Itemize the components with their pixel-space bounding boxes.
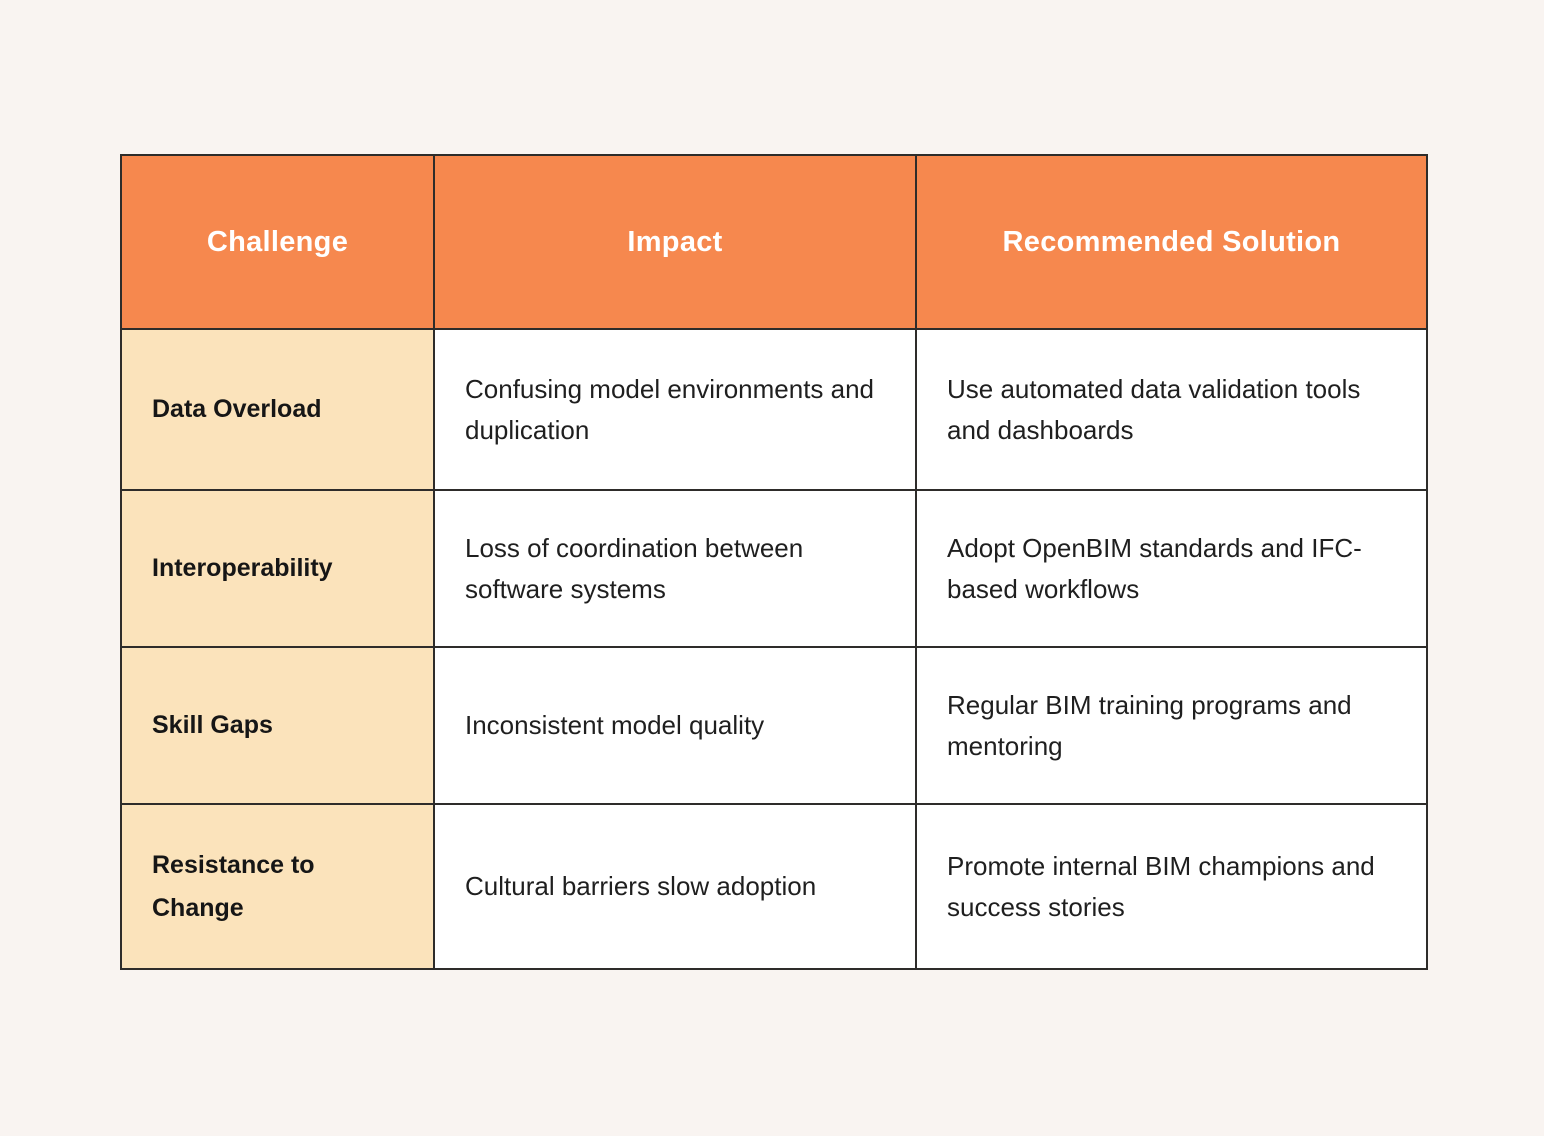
challenge-cell: Data Overload: [120, 328, 435, 491]
table-row-resistance-to-change: Resistance to Change Cultural barriers s…: [120, 803, 1428, 970]
impact-cell: Cultural barriers slow adoption: [433, 803, 917, 970]
table-row-interoperability: Interoperability Loss of coordination be…: [120, 489, 1428, 648]
bim-challenges-table: Challenge Impact Recommended Solution Da…: [120, 154, 1428, 970]
header-cell-challenge: Challenge: [120, 154, 435, 330]
challenge-cell: Resistance to Change: [120, 803, 435, 970]
table-row-data-overload: Data Overload Confusing model environmen…: [120, 328, 1428, 491]
solution-cell: Use automated data validation tools and …: [915, 328, 1428, 491]
header-cell-impact: Impact: [433, 154, 917, 330]
impact-cell: Loss of coordination between software sy…: [433, 489, 917, 648]
solution-cell: Promote internal BIM champions and succe…: [915, 803, 1428, 970]
header-cell-solution: Recommended Solution: [915, 154, 1428, 330]
solution-cell: Regular BIM training programs and mentor…: [915, 646, 1428, 805]
solution-cell: Adopt OpenBIM standards and IFC-based wo…: [915, 489, 1428, 648]
impact-cell: Inconsistent model quality: [433, 646, 917, 805]
header-row: Challenge Impact Recommended Solution: [120, 154, 1428, 330]
table-row-skill-gaps: Skill Gaps Inconsistent model quality Re…: [120, 646, 1428, 805]
challenge-cell: Skill Gaps: [120, 646, 435, 805]
impact-cell: Confusing model environments and duplica…: [433, 328, 917, 491]
challenge-cell: Interoperability: [120, 489, 435, 648]
